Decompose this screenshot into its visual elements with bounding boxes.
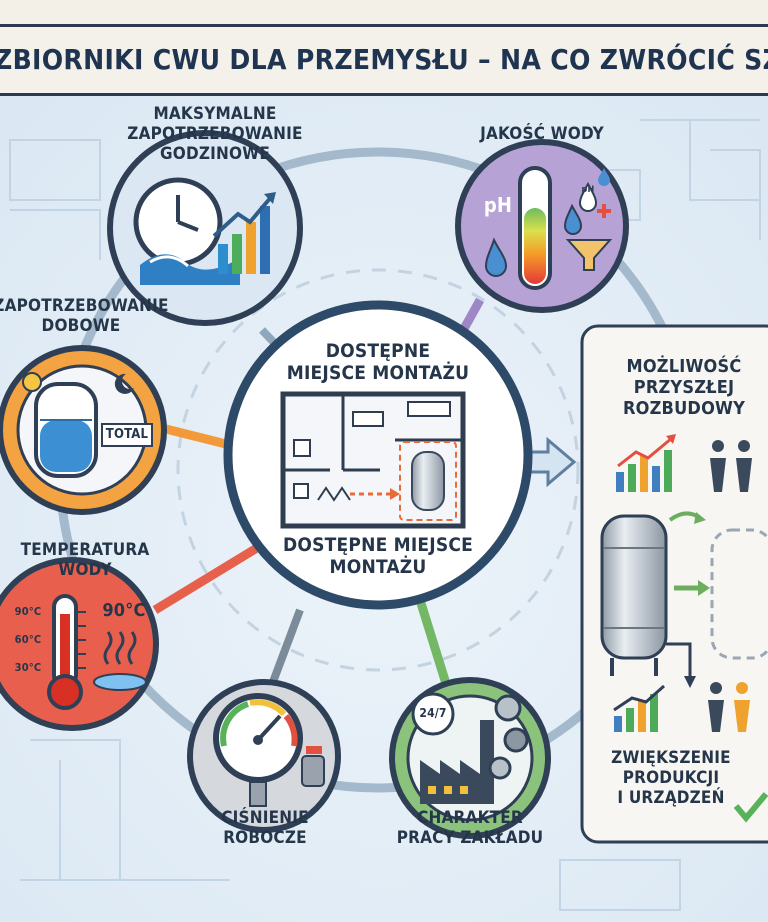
expansion-heading: MOŻLIWOŚĆ PRZYSZŁEJ ROZBUDOWY xyxy=(622,356,746,420)
floor-plan-icon xyxy=(280,391,466,529)
page-title: ZBIORNIKI CWU DLA PRZEMYSŁU – NA CO ZWRÓ… xyxy=(0,43,768,76)
pressure-label: CIŚNIENIE ROBOCZE xyxy=(221,808,309,849)
expansion-graphics xyxy=(580,324,768,844)
temperature-readout: 90°C xyxy=(102,600,146,621)
water-quality-node xyxy=(455,139,629,313)
peak-demand-label: MAKSYMALNE ZAPOTRZEBOWANIE GODZINOWE xyxy=(127,104,303,165)
plant-node xyxy=(389,677,551,839)
tank-total-label: TOTAL xyxy=(105,427,149,442)
pressure-node xyxy=(187,679,341,833)
ph-label: pH xyxy=(483,193,513,217)
peak-demand-node xyxy=(107,130,303,326)
expansion-footer: ZWIĘKSZENIE PRODUKCJI I URZĄDZEŃ xyxy=(611,748,731,809)
plant-label: CHARAKTER PRACY ZAKŁADU xyxy=(396,808,544,849)
title-bar: ZBIORNIKI CWU DLA PRZEMYSŁU – NA CO ZWRÓ… xyxy=(0,24,768,96)
plant-badge: 24/7 xyxy=(419,706,447,720)
daily-demand-node xyxy=(0,345,167,515)
temperature-tick-60: 60°C xyxy=(14,633,42,646)
temperature-label: TEMPERATURA WODY xyxy=(20,540,150,581)
daily-demand-label: ZAPOTRZEBOWANIE DOBOWE xyxy=(0,296,169,337)
center-heading: DOSTĘPNE MIEJSCE MONTAŻU xyxy=(286,340,470,385)
temperature-tick-90: 90°C xyxy=(14,605,42,618)
temperature-node xyxy=(0,557,159,731)
center-caption: DOSTĘPNE MIEJSCE MONTAŻU xyxy=(283,534,473,579)
water-quality-label: JAKOŚĆ WODY xyxy=(480,124,604,144)
temperature-tick-30: 30°C xyxy=(14,661,42,674)
ph-small-label: pH xyxy=(581,185,595,195)
